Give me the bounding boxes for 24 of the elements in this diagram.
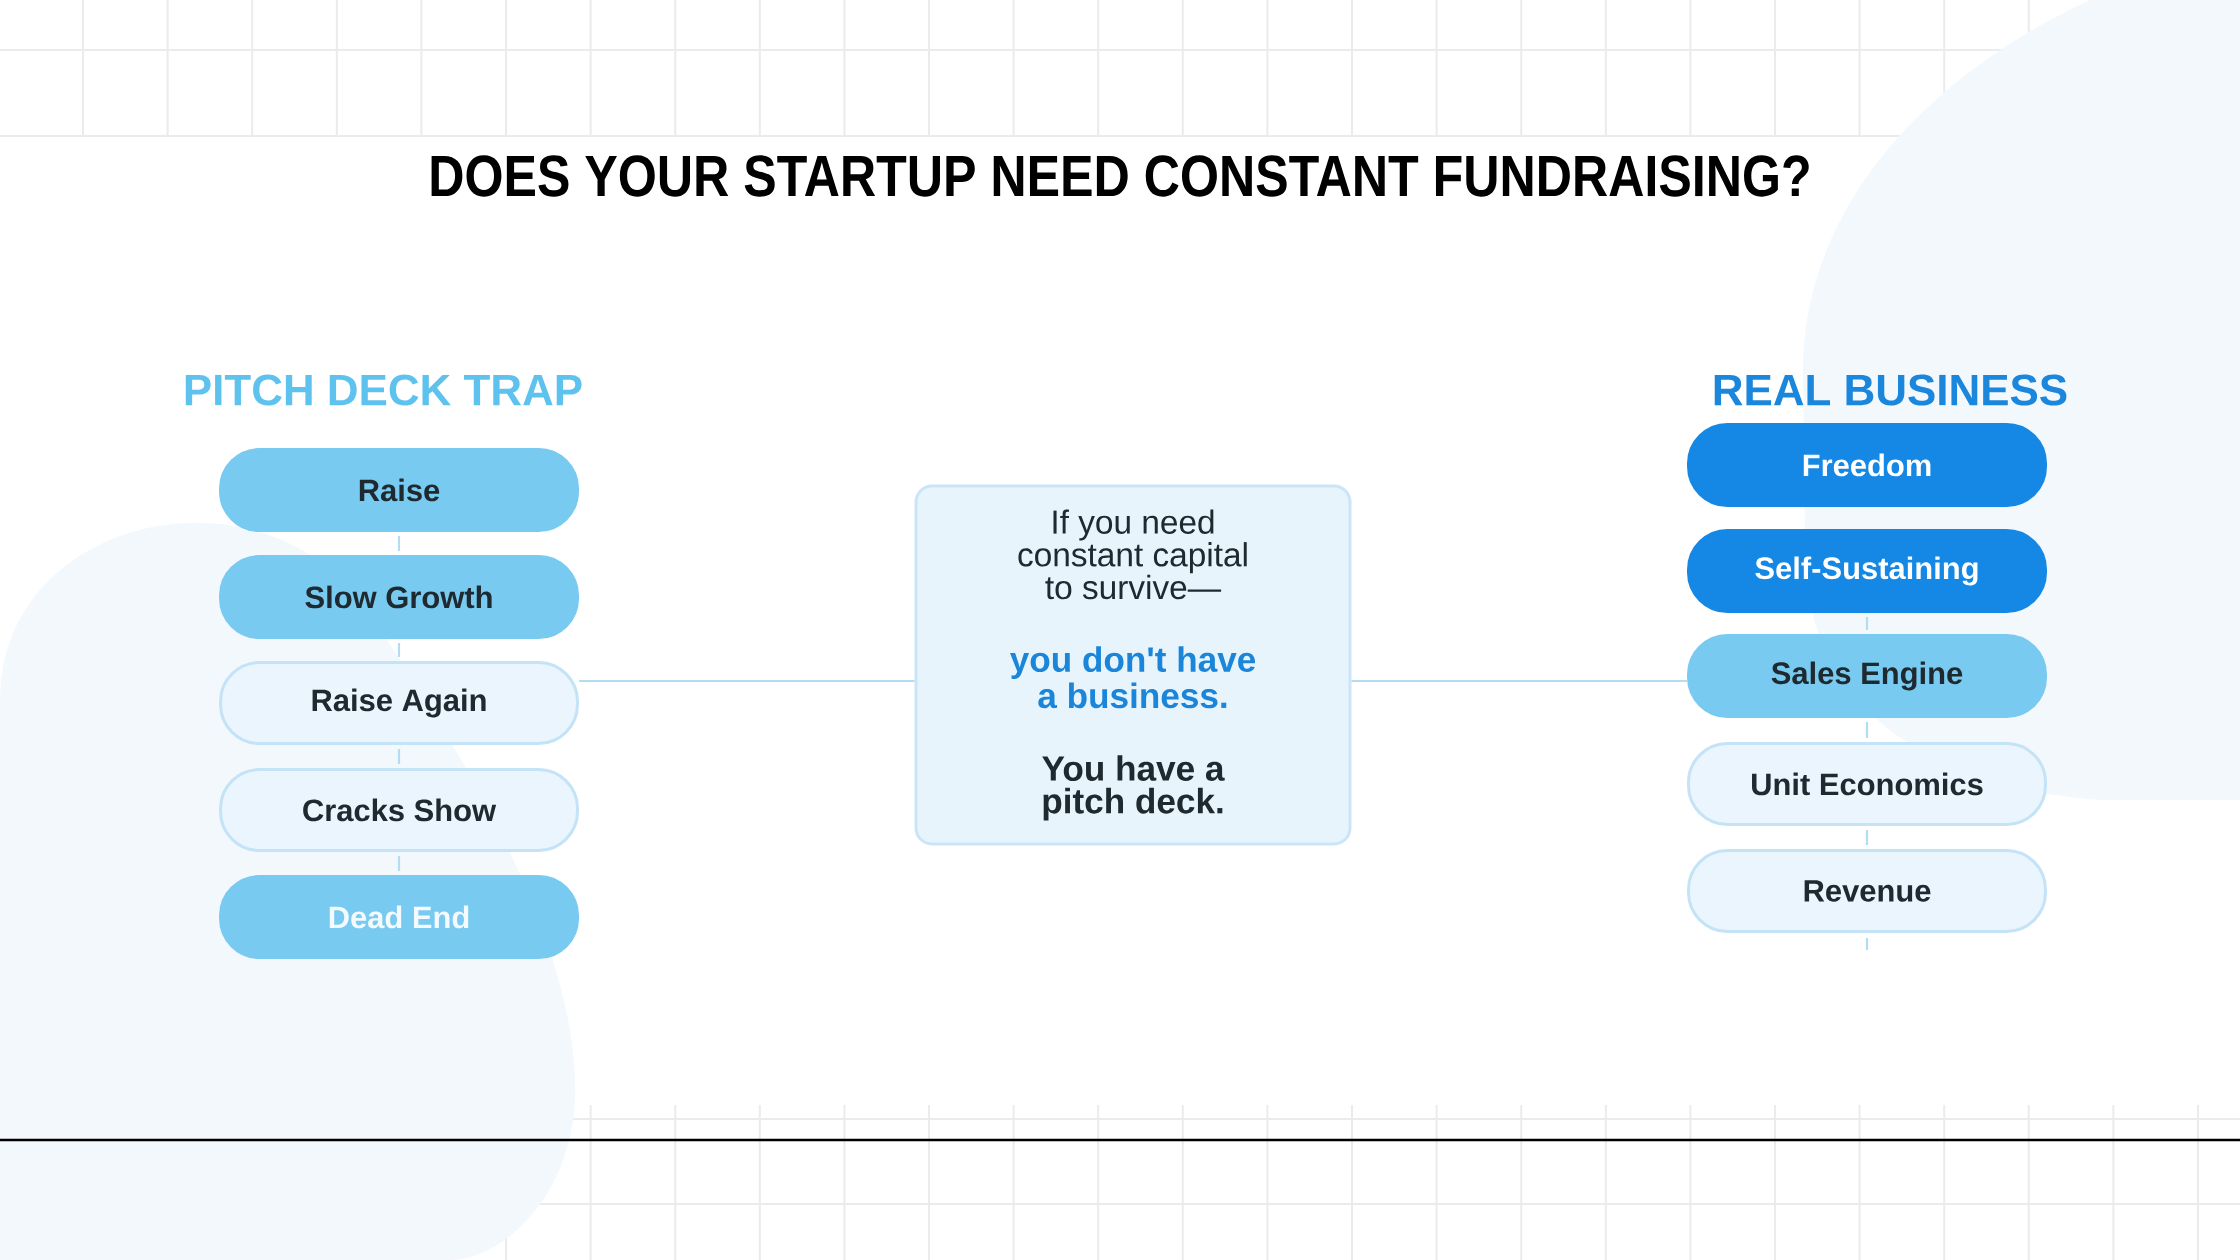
process-pill: Unit Economics <box>1687 742 2047 826</box>
connector-line <box>1865 617 1869 630</box>
process-pill: Self-Sustaining <box>1687 529 2047 613</box>
connector-line <box>579 679 915 683</box>
connector-line <box>1865 722 1869 738</box>
connector-line <box>1865 938 1869 950</box>
connector-line <box>397 749 401 764</box>
column-heading: PITCH DECK TRAP <box>185 374 582 406</box>
column-heading: REAL BUSINESS <box>1714 374 2067 406</box>
process-pill: Freedom <box>1687 423 2047 507</box>
process-pill: Dead End <box>219 875 579 959</box>
connector-line <box>397 643 401 657</box>
connector-line <box>397 536 401 551</box>
connector-line <box>1865 830 1869 845</box>
connector-line <box>397 856 401 871</box>
title: DOES YOUR STARTUP NEED CONSTANT FUNDRAISING? <box>431 155 1809 197</box>
process-pill: Revenue <box>1687 849 2047 933</box>
process-pill: Cracks Show <box>219 768 579 852</box>
process-pill: Sales Engine <box>1687 634 2047 718</box>
process-pill: Slow Growth <box>219 555 579 639</box>
callout-box: If you need constant capital to survive— you don't have a business. You have a pitch deck. <box>914 484 1352 846</box>
connector-line <box>1351 679 1687 683</box>
process-pill: Raise <box>219 448 579 532</box>
process-pill: Raise Again <box>219 661 579 745</box>
